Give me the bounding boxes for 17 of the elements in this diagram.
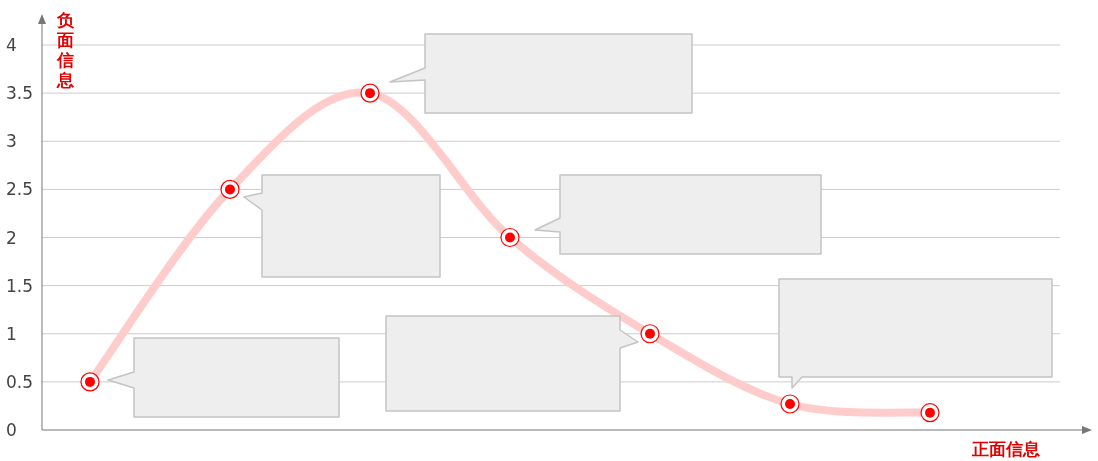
x-axis-title: 正面信息 <box>972 438 1040 461</box>
tick-label: 3 <box>6 131 18 152</box>
tick-label: 0.5 <box>6 371 35 392</box>
tick-label: 1 <box>6 323 18 344</box>
callout-bubble <box>778 278 1053 389</box>
callout-bubble <box>243 174 441 278</box>
callout-bubble <box>385 315 639 412</box>
tick-label: 1.5 <box>6 275 35 296</box>
callout-bubble <box>107 337 340 418</box>
tick-label: 2.5 <box>6 179 35 200</box>
callout-bubble <box>389 33 693 114</box>
tick-label: 2 <box>6 227 18 248</box>
tick-label: 0 <box>6 420 18 440</box>
tick-label: 4 <box>6 35 18 55</box>
y-axis-title: 负面信息 <box>57 10 75 90</box>
tick-label: 3.5 <box>6 83 35 104</box>
callout-bubble <box>534 174 822 255</box>
